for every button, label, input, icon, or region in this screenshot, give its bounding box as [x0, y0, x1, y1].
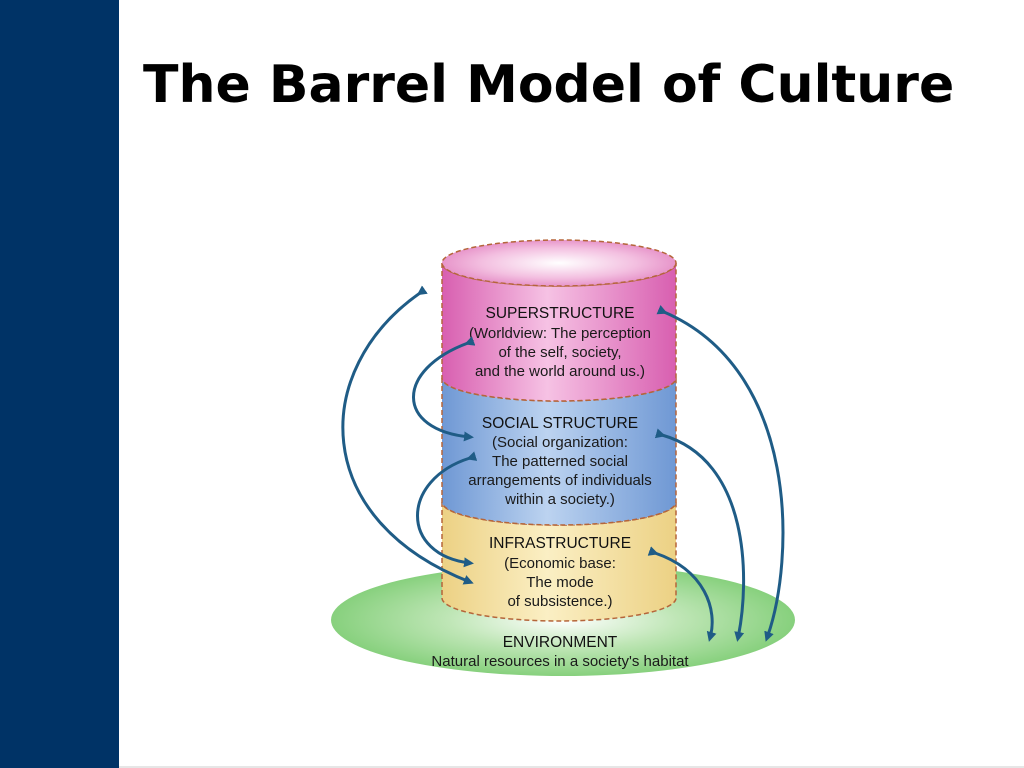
influence-arrows [341, 285, 785, 642]
arrow-right-social [654, 428, 746, 642]
infrastructure-line-1: (Economic base: [504, 555, 616, 572]
superstructure-line-2: of the self, society, [498, 344, 621, 361]
arrow-right-infrastructure [647, 546, 717, 642]
bottom-divider [119, 766, 1024, 768]
superstructure-heading: SUPERSTRUCTURE [486, 305, 635, 322]
social-structure-line-2: The patterned social [492, 453, 628, 470]
arrow-right-superstructure [656, 305, 785, 642]
environment-heading: ENVIRONMENT [503, 634, 618, 651]
sidebar-bar [0, 0, 119, 768]
social-structure-heading: SOCIAL STRUCTURE [482, 415, 638, 432]
infrastructure-line-3: of subsistence.) [507, 593, 612, 610]
superstructure-line-1: (Worldview: The perception [469, 325, 651, 342]
social-structure-line-1: (Social organization: [492, 434, 628, 451]
arrow-left-upper [412, 336, 476, 442]
arrow-left-lower [416, 451, 478, 568]
infrastructure-line-2: The mode [526, 574, 594, 591]
barrel-model-diagram: SUPERSTRUCTURE (Worldview: The perceptio… [320, 230, 810, 695]
environment-line-1: Natural resources in a society's habitat [431, 653, 689, 670]
social-structure-line-3: arrangements of individuals [468, 472, 651, 489]
barrel-top [441, 239, 677, 287]
arrow-left-outer [341, 285, 474, 585]
slide-title: The Barrel Model of Culture [143, 55, 955, 115]
superstructure-line-3: and the world around us.) [475, 363, 645, 380]
infrastructure-heading: INFRASTRUCTURE [489, 535, 631, 552]
social-structure-line-4: within a society.) [504, 491, 615, 508]
